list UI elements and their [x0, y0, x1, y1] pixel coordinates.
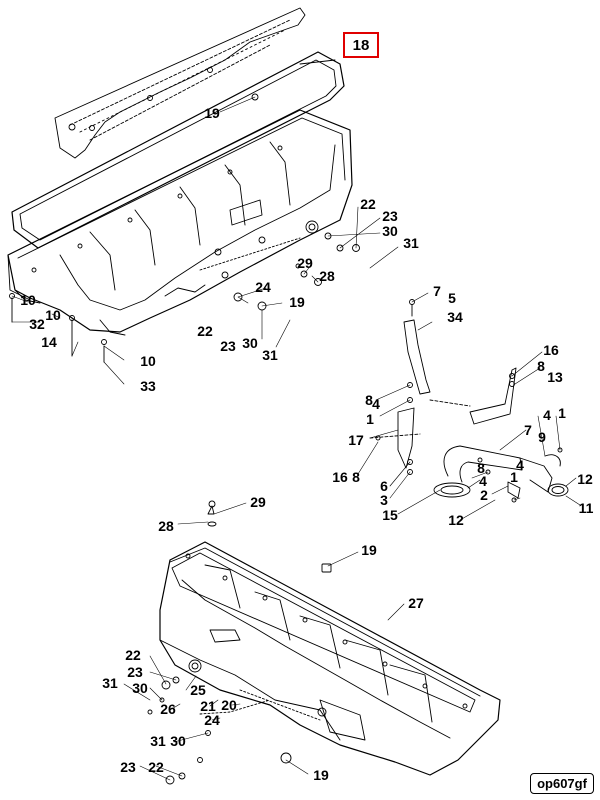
- highlighted-part-box: 18: [343, 32, 379, 58]
- callout-label: 29: [250, 494, 266, 510]
- callout-label: 30: [382, 223, 398, 239]
- gasket-part-18: [11, 51, 345, 249]
- callout-label: 34: [447, 309, 463, 325]
- callout-label: 23: [382, 208, 398, 224]
- callout-label: 16: [543, 342, 559, 358]
- callout-label: 25: [190, 682, 206, 698]
- callout-label: 15: [382, 507, 398, 523]
- callout-label: 26: [160, 701, 176, 717]
- callout-label: 33: [140, 378, 156, 394]
- callout-label: 21: [200, 698, 216, 714]
- callout-label: 31: [102, 675, 118, 691]
- callout-label: 13: [547, 369, 563, 385]
- callout-label: 4: [543, 407, 551, 423]
- callout-label: 23: [120, 759, 136, 775]
- callout-label: 8: [477, 460, 485, 476]
- callout-label: 29: [297, 255, 313, 271]
- callout-label: 4: [516, 457, 524, 473]
- callout-label: 30: [132, 680, 148, 696]
- callout-label: 7: [524, 422, 532, 438]
- callout-label: 5: [448, 290, 456, 306]
- callout-label: 23: [220, 338, 236, 354]
- callout-label: 19: [313, 767, 329, 783]
- callout-label: 32: [29, 316, 45, 332]
- callout-label: 1: [558, 405, 566, 421]
- callout-label: 6: [380, 478, 388, 494]
- upper-oil-pan: [7, 109, 353, 336]
- callout-label: 22: [125, 647, 141, 663]
- callout-label: 27: [408, 595, 424, 611]
- callout-label: 16: [332, 469, 348, 485]
- callout-label: 4: [479, 473, 487, 489]
- callout-label: 23: [127, 664, 143, 680]
- engine-block-outline: [54, 7, 306, 159]
- highlighted-part-number: 18: [352, 36, 370, 54]
- callout-label: 7: [433, 283, 441, 299]
- callout-label: 19: [361, 542, 377, 558]
- lower-oil-pan: [159, 541, 501, 776]
- callout-label: 22: [197, 323, 213, 339]
- callout-label: 22: [148, 759, 164, 775]
- callout-label: 8: [537, 358, 545, 374]
- callout-label: 1: [510, 469, 518, 485]
- callout-label: 8: [365, 392, 373, 408]
- callout-label: 14: [41, 334, 57, 350]
- callout-label: 31: [403, 235, 419, 251]
- drawing-code-text: op607gf: [537, 776, 587, 791]
- callout-label: 20: [221, 697, 237, 713]
- callout-label: 10: [140, 353, 156, 369]
- callout-label: 19: [289, 294, 305, 310]
- callout-label: 10: [45, 307, 61, 323]
- pipe-leader-lines: [357, 292, 581, 521]
- callout-label: 3: [380, 492, 388, 508]
- callout-label: 9: [538, 429, 546, 445]
- callout-label: 24: [204, 712, 220, 728]
- callout-label: 19: [204, 105, 220, 121]
- callout-label: 28: [319, 268, 335, 284]
- upper-leader-lines: [11, 96, 399, 385]
- callout-label: 4: [372, 396, 380, 412]
- callout-label: 31: [150, 733, 166, 749]
- lower-leader-lines: [123, 502, 405, 781]
- upper-pan-fasteners: [9, 93, 360, 363]
- callout-label: 1: [366, 411, 374, 427]
- callout-label: 30: [242, 335, 258, 351]
- drawing-code-label: op607gf: [530, 773, 594, 794]
- callout-label: 31: [262, 347, 278, 363]
- callout-label: 22: [360, 196, 376, 212]
- callout-label: 10: [20, 292, 36, 308]
- callout-label: 8: [352, 469, 360, 485]
- callout-label: 12: [448, 512, 464, 528]
- callout-label: 24: [255, 279, 271, 295]
- callout-label: 2: [480, 487, 488, 503]
- callout-label: 17: [348, 432, 364, 448]
- lower-pan-fasteners: [147, 500, 332, 785]
- callout-label: 11: [578, 500, 594, 516]
- oil-pipe-assembly: [369, 299, 569, 503]
- callout-label: 12: [577, 471, 593, 487]
- callout-label: 30: [170, 733, 186, 749]
- callout-label: 28: [158, 518, 174, 534]
